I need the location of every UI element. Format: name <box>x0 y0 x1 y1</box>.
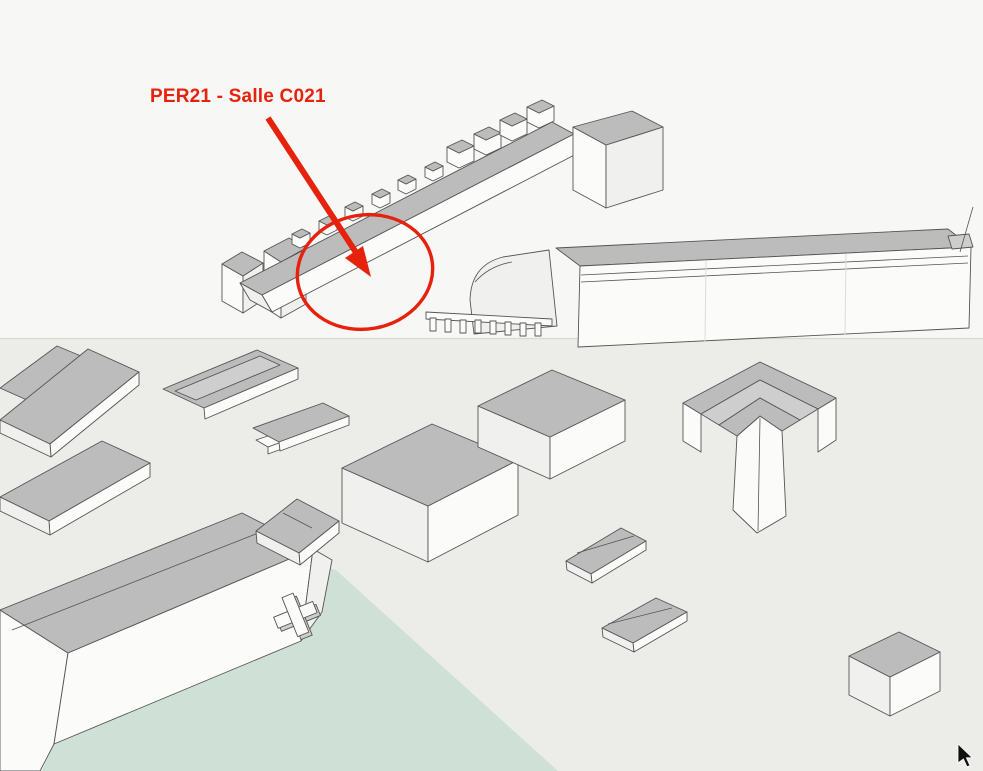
building-small-gable-2 <box>601 597 688 653</box>
building-hip-house <box>255 498 340 566</box>
annotation-circle <box>295 212 435 332</box>
building-north-center-slab <box>162 349 299 420</box>
annotation-label: PER21 - Salle C021 <box>150 86 326 107</box>
building-west-slab <box>0 440 151 536</box>
building-long-east <box>425 206 974 348</box>
building-cube-north <box>572 110 664 209</box>
building-nw-slab-lower <box>0 348 140 458</box>
annotation-arrow <box>265 116 371 277</box>
building-cube-se <box>848 631 941 717</box>
building-gray-box <box>477 369 626 480</box>
building-small-annex <box>252 402 350 455</box>
cross-monument <box>273 592 321 641</box>
building-center-box <box>341 423 519 563</box>
lawn-area <box>42 561 558 771</box>
building-per21 <box>221 99 585 319</box>
building-sw-long <box>0 512 333 771</box>
building-l-shaped <box>682 361 837 534</box>
mouse-cursor-icon <box>957 743 974 768</box>
building-small-gable-1 <box>565 527 647 584</box>
